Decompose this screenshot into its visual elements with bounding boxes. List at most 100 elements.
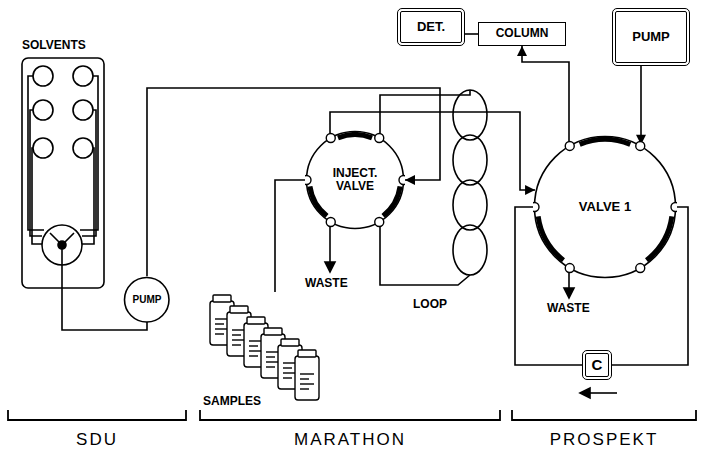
vial-fill xyxy=(283,367,292,368)
vial-fill xyxy=(215,333,224,334)
valve-port xyxy=(326,133,335,142)
valve-port xyxy=(375,218,384,227)
bracket xyxy=(8,410,186,420)
node-outline xyxy=(125,278,169,322)
vial-cap xyxy=(298,350,316,357)
waste-line xyxy=(329,223,331,264)
arrow-head xyxy=(325,262,335,272)
node-label: DET. xyxy=(417,20,445,34)
node-outline xyxy=(535,137,676,278)
vial-cap xyxy=(281,339,299,346)
valve-port xyxy=(305,176,311,185)
node-label: COLUMN xyxy=(496,27,549,40)
vial-fill xyxy=(300,378,309,379)
tubing-line xyxy=(640,66,642,145)
rotor-channel xyxy=(580,140,631,145)
injector-plumbing xyxy=(275,90,487,292)
rotor-channel xyxy=(383,186,400,216)
solvent-tube xyxy=(28,76,98,244)
valve-port xyxy=(636,141,645,150)
loop-coil xyxy=(453,225,487,275)
vial-cap xyxy=(264,328,282,335)
prospekt-plumbing xyxy=(564,269,617,398)
vial-fill xyxy=(215,323,224,324)
pump-box: PUMP xyxy=(612,8,690,66)
valve-port xyxy=(565,141,574,150)
rotor-channel xyxy=(538,216,563,260)
node-label: PUMP xyxy=(127,294,167,305)
column-box: COLUMN xyxy=(478,22,566,46)
tubing-connector xyxy=(465,34,478,35)
vial-cap xyxy=(213,295,231,302)
sample-vials xyxy=(210,295,319,400)
tubing-line xyxy=(147,88,440,276)
group-label: SAMPLES xyxy=(203,394,261,408)
vial-fill xyxy=(300,383,314,384)
node-label: PUMP xyxy=(632,30,670,44)
vial-fill xyxy=(266,366,275,367)
loop-coil xyxy=(453,90,487,140)
waste-label: WASTE xyxy=(305,276,348,290)
valve-port xyxy=(565,264,574,273)
vial-fill xyxy=(283,377,292,378)
brackets xyxy=(8,410,696,420)
loop-coil xyxy=(453,135,487,185)
valve-port xyxy=(399,176,405,185)
solvent-bottle xyxy=(73,66,93,86)
vial-fill xyxy=(300,388,309,389)
arrow-head xyxy=(405,175,415,185)
selector-valve xyxy=(42,225,82,265)
module-label: SDU xyxy=(76,430,118,450)
valve-port xyxy=(533,203,539,212)
valve-circle: VALVE 1 xyxy=(533,135,677,279)
vial-fill xyxy=(232,344,241,345)
rotor-channel xyxy=(338,135,372,138)
tubing-line xyxy=(465,33,478,35)
detector-box: DET. xyxy=(397,8,465,46)
tubing-connector xyxy=(517,46,569,145)
rotor-channel xyxy=(647,216,672,260)
selector-spoke xyxy=(50,233,74,265)
bracket xyxy=(200,410,500,420)
valve-port xyxy=(636,264,645,273)
vial-fill xyxy=(266,356,275,357)
part-label: LOOP xyxy=(413,297,447,311)
valve-circle: INJECT. VALVE xyxy=(305,130,405,230)
module-label: PROSPEKT xyxy=(550,430,659,450)
sample-needle-line xyxy=(275,180,305,292)
solvent-bottle xyxy=(73,100,93,120)
sample-vial xyxy=(295,356,319,400)
flow-arrow xyxy=(588,392,617,394)
tubing-connector xyxy=(636,66,646,145)
arrow-head xyxy=(564,288,574,298)
valve-port xyxy=(326,218,335,227)
solvent-bottle xyxy=(33,138,53,158)
arrow-head xyxy=(517,46,527,56)
solvent-bottle xyxy=(33,100,53,120)
node-label: INJECT. VALVE xyxy=(322,167,388,193)
rotor-channel xyxy=(310,186,327,216)
tubing-line xyxy=(522,46,569,145)
node-outline xyxy=(307,132,404,229)
arrow-head xyxy=(525,185,535,195)
pump-circle: PUMP xyxy=(123,276,170,323)
solvent-bottle xyxy=(33,66,53,86)
waste-label: WASTE xyxy=(547,301,590,315)
node-label: C xyxy=(592,357,603,374)
node-label: VALVE 1 xyxy=(555,200,655,214)
loop-coil xyxy=(453,180,487,230)
group-label: SOLVENTS xyxy=(22,38,86,52)
tubing-connector xyxy=(147,88,440,276)
arrow-head xyxy=(580,388,590,398)
vial-fill xyxy=(249,355,258,356)
column-oven-box: C xyxy=(582,350,612,380)
solvent-housing xyxy=(22,58,104,288)
valve-port xyxy=(375,133,384,142)
vial-fill xyxy=(249,345,258,346)
vial-cap xyxy=(230,306,248,313)
loop-line xyxy=(380,223,470,285)
module-label: MARATHON xyxy=(294,430,406,450)
vial-cap xyxy=(247,317,265,324)
vial-fill xyxy=(232,334,241,335)
valve-port xyxy=(671,203,677,212)
